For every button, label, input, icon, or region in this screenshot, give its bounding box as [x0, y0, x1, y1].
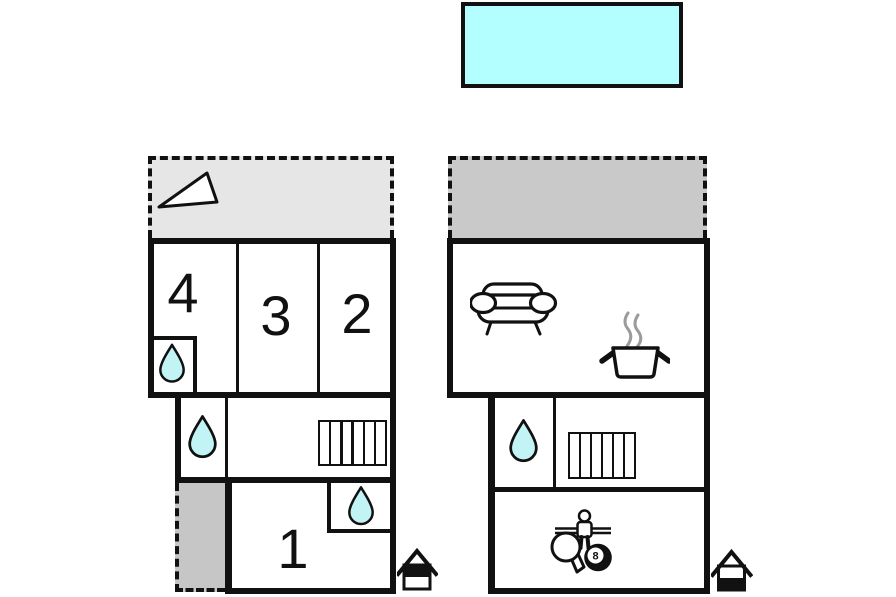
room-divider: [236, 244, 239, 392]
eight-ball-number: 8: [592, 551, 598, 563]
wall: [148, 392, 396, 398]
room-label-4: 4: [167, 261, 199, 324]
wall: [225, 588, 396, 594]
game-room-icons: 8: [550, 509, 612, 574]
wall: [704, 238, 710, 594]
wall: [148, 238, 396, 244]
stairs-icon: [318, 420, 387, 466]
wall: [488, 392, 495, 594]
foosball-player-icon: [555, 509, 611, 550]
wall: [488, 588, 710, 594]
house-level-icon: [711, 548, 753, 592]
bathroom-wall: [225, 398, 228, 477]
stairs-icon: [568, 432, 636, 479]
bathroom-wall: [152, 336, 197, 340]
stair-step: [625, 434, 634, 477]
terrace-right: [448, 156, 707, 238]
stair-step: [365, 422, 374, 464]
water-drop-icon: [159, 343, 185, 383]
water-drop-icon: [348, 486, 374, 526]
wall: [447, 238, 453, 398]
room-divider: [553, 398, 556, 490]
stair-step: [376, 422, 385, 464]
sofa-icon: [470, 282, 558, 336]
room-label-2: 2: [341, 282, 373, 345]
cooking-pot-icon: [599, 311, 670, 379]
stair-step: [592, 434, 601, 477]
wall: [447, 392, 710, 398]
bathroom-wall: [327, 529, 394, 533]
slope-triangle-icon: [157, 171, 219, 209]
billiard-8-ball-icon: 8: [584, 543, 612, 572]
stair-step: [331, 422, 340, 464]
bathroom-wall: [327, 483, 331, 533]
balcony: [175, 483, 225, 592]
room-label-3: 3: [260, 284, 292, 347]
water-drop-icon: [509, 419, 538, 463]
wall: [488, 487, 710, 492]
wall: [148, 238, 154, 398]
stair-step: [353, 422, 363, 464]
stair-step: [614, 434, 623, 477]
room-divider: [317, 244, 320, 392]
wall: [390, 238, 396, 594]
house-level-icon: [397, 547, 438, 591]
swimming-pool-icon: [461, 2, 683, 88]
stair-step: [603, 434, 612, 477]
wall: [175, 392, 181, 483]
room-label-1: 1: [277, 517, 309, 580]
stair-step: [342, 422, 352, 464]
stair-step: [581, 434, 590, 477]
water-drop-icon: [188, 415, 217, 459]
table-tennis-paddle-icon: [550, 531, 586, 574]
stair-step: [320, 422, 329, 464]
stair-step: [570, 434, 579, 477]
wall: [447, 238, 710, 244]
bathroom-wall: [193, 336, 197, 396]
wall: [175, 477, 396, 483]
wall: [225, 477, 232, 594]
